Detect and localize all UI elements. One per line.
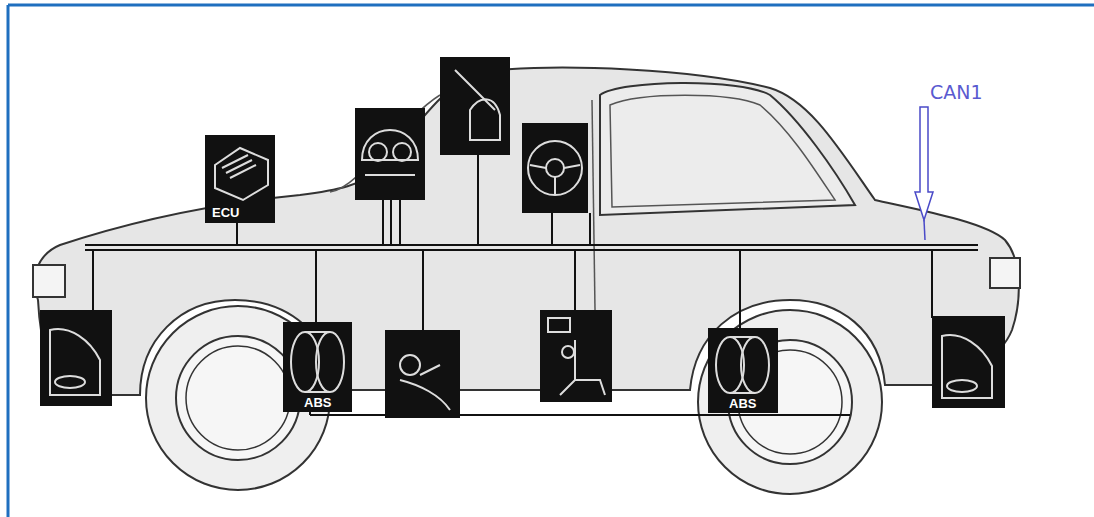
icon-label: ECU <box>212 206 239 219</box>
icon-label: ABS <box>304 396 331 409</box>
icon-label: ABS <box>729 397 756 410</box>
bus-label: CAN1 <box>930 83 983 102</box>
